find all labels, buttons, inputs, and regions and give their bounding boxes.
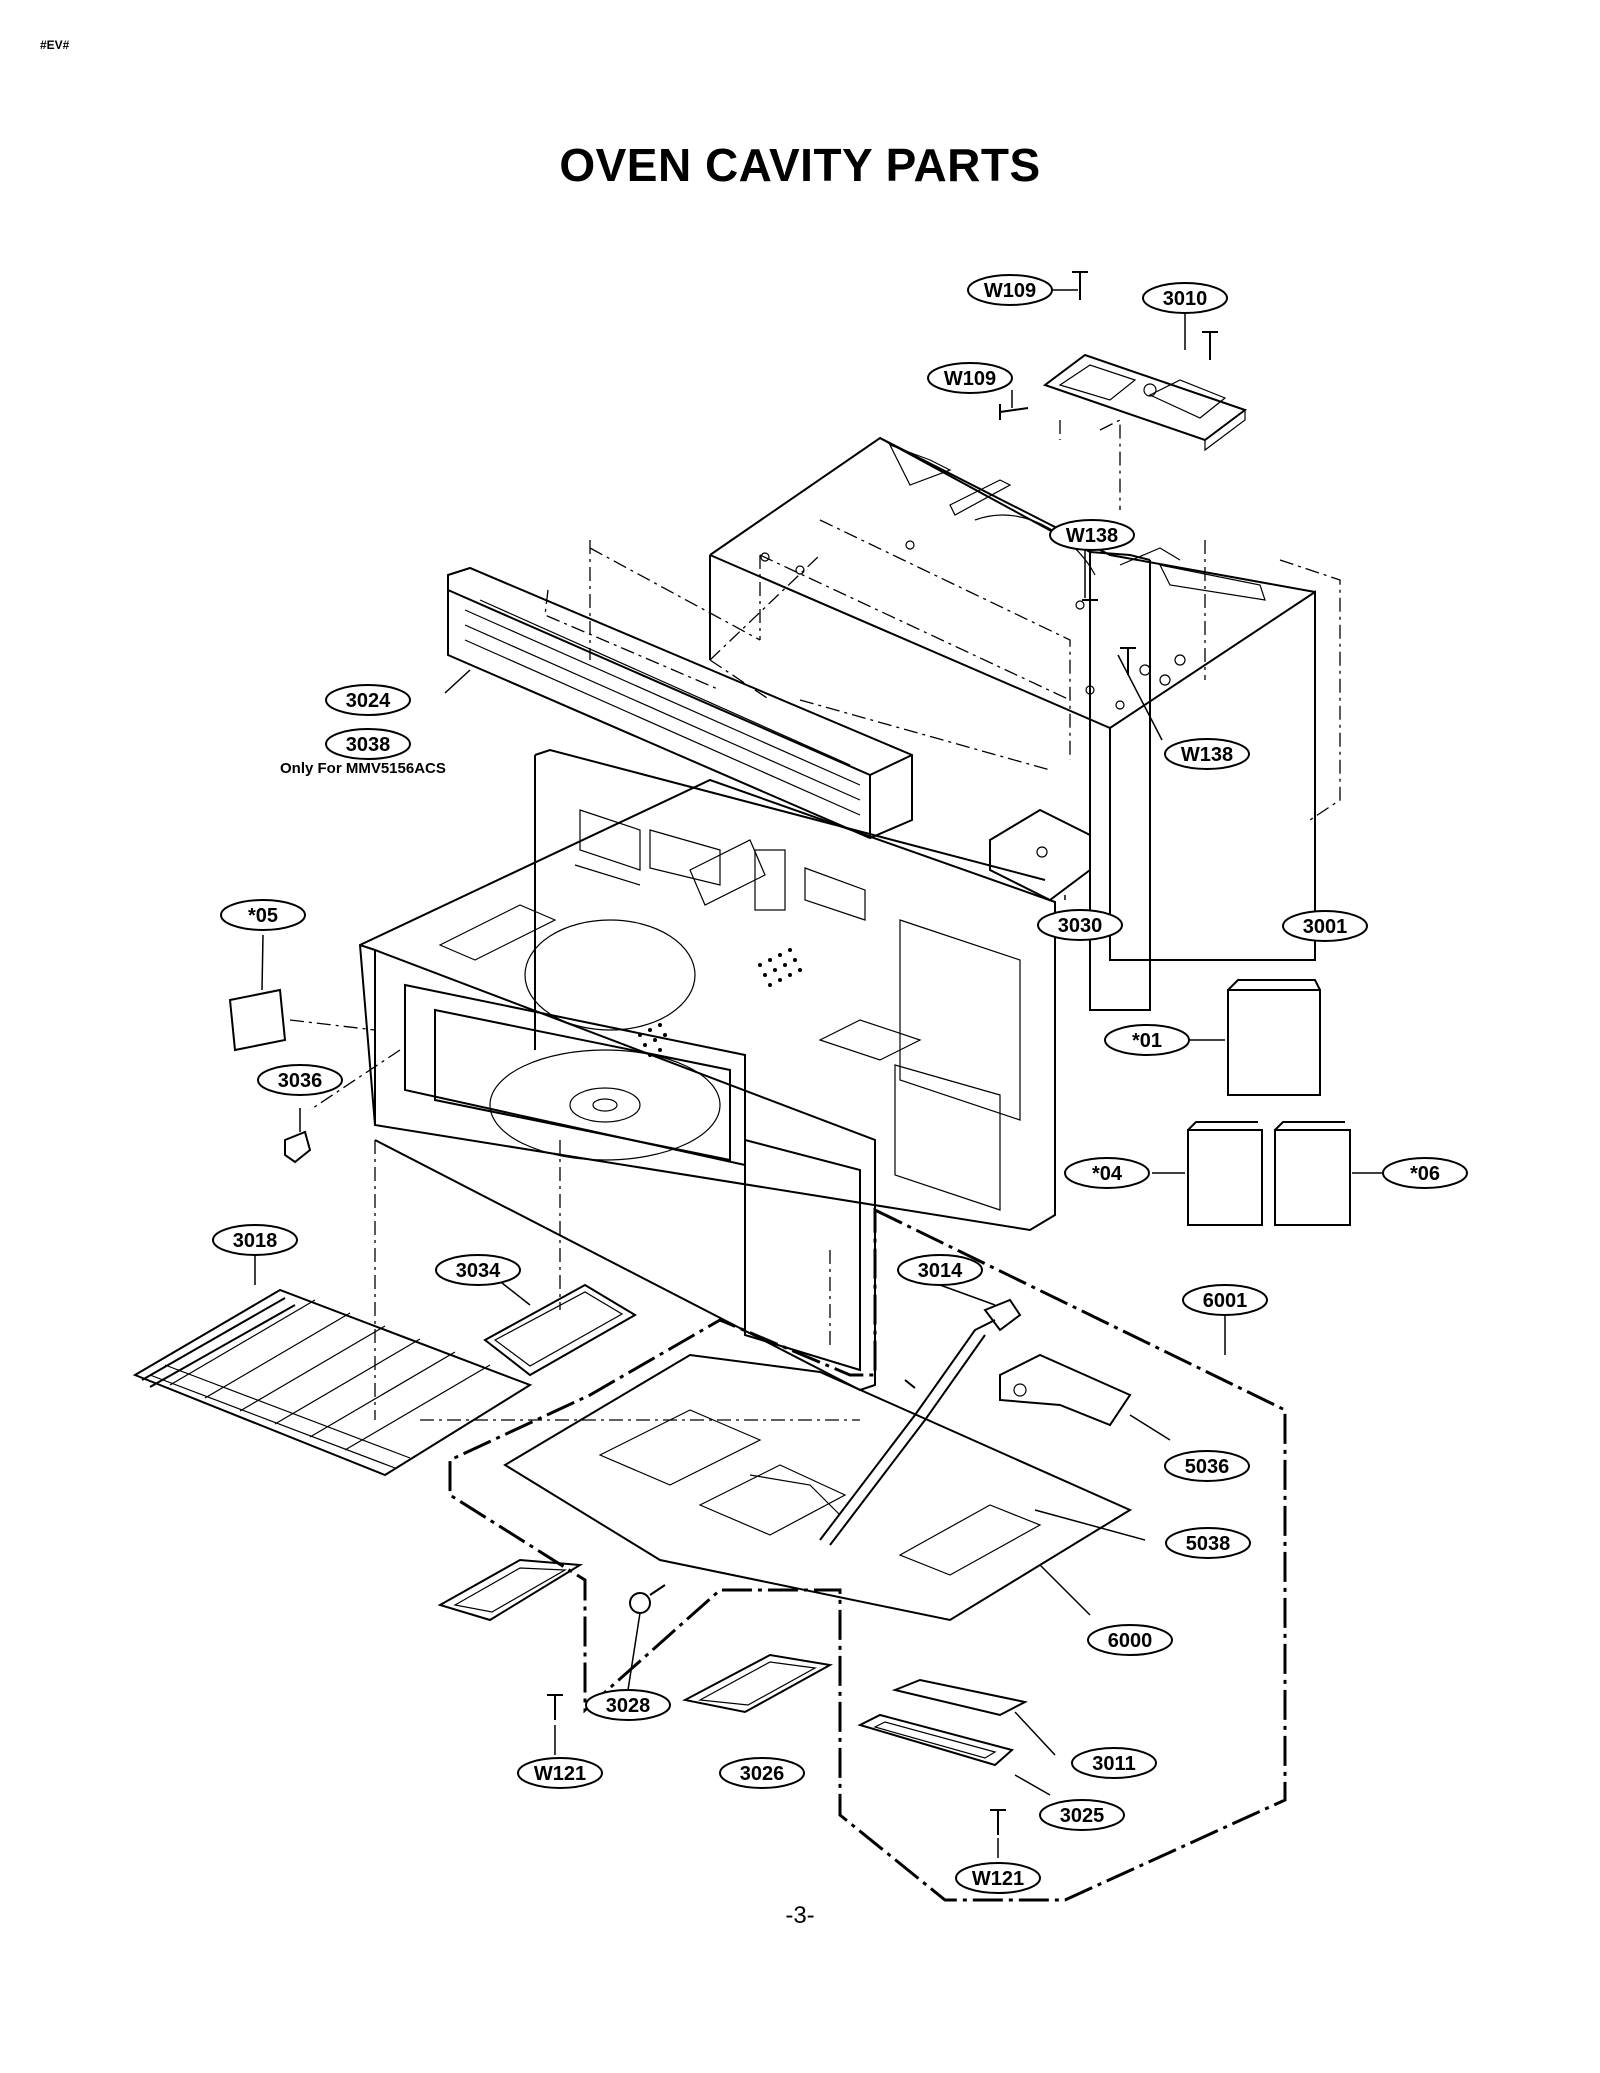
label-5038: 5038	[1165, 1527, 1251, 1559]
svg-text:*01: *01	[1132, 1030, 1162, 1052]
label-w109-mid: W109	[927, 362, 1013, 394]
model-note: Only For MMV5156ACS	[280, 760, 446, 777]
label-w109-top: W109	[967, 274, 1053, 306]
vent-grille-3024	[447, 540, 913, 840]
svg-text:3010: 3010	[1163, 288, 1208, 310]
label-w121-left: W121	[517, 1757, 603, 1789]
label-3036: 3036	[257, 1064, 343, 1096]
svg-text:W109: W109	[944, 368, 996, 390]
label-06: *06	[1382, 1157, 1468, 1189]
svg-text:5038: 5038	[1186, 1533, 1231, 1555]
svg-text:3024: 3024	[346, 690, 391, 712]
svg-text:3034: 3034	[456, 1260, 501, 1282]
label-w138-top: W138	[1049, 519, 1135, 551]
label-3030: 3030	[1037, 909, 1123, 941]
label-w121-bottom: W121	[955, 1862, 1041, 1894]
label-5036: 5036	[1164, 1450, 1250, 1482]
label-3028: 3028	[585, 1689, 671, 1721]
cavity-vent-holes	[638, 948, 802, 1057]
screws	[547, 271, 1218, 1835]
svg-text:3025: 3025	[1060, 1805, 1105, 1827]
wire-harness-3014	[819, 1298, 1022, 1546]
grease-filters	[437, 1558, 833, 1714]
label-05: *05	[220, 899, 306, 931]
label-3025: 3025	[1039, 1799, 1125, 1831]
svg-text:W121: W121	[972, 1868, 1024, 1890]
stud-3036	[284, 1130, 312, 1164]
document-code: #EV#	[40, 38, 70, 52]
part-labels: W109 3010 W109 W138 3024 3038 W138 3030	[212, 274, 1468, 1894]
label-01: *01	[1104, 1024, 1190, 1056]
label-3038: 3038	[325, 728, 411, 760]
svg-text:W138: W138	[1066, 525, 1118, 547]
label-6000: 6000	[1087, 1624, 1173, 1656]
svg-text:*04: *04	[1092, 1163, 1123, 1185]
assembly-boundary-6001	[448, 1207, 1287, 1902]
label-3018: 3018	[212, 1224, 298, 1256]
svg-text:W138: W138	[1181, 744, 1233, 766]
svg-text:3014: 3014	[918, 1260, 963, 1282]
lamp-cover-5036	[999, 1353, 1132, 1427]
svg-text:*06: *06	[1410, 1163, 1440, 1185]
svg-text:W109: W109	[984, 280, 1036, 302]
svg-text:5036: 5036	[1185, 1456, 1230, 1478]
label-3014: 3014	[897, 1254, 983, 1286]
label-3010: 3010	[1142, 282, 1228, 314]
base-plate-6000	[503, 1353, 1133, 1622]
cover-3034	[483, 1283, 637, 1377]
svg-text:3026: 3026	[740, 1763, 785, 1785]
board-3010	[1042, 353, 1248, 452]
svg-text:3028: 3028	[606, 1695, 651, 1717]
leader-lines	[254, 289, 1382, 1858]
label-04: *04	[1064, 1157, 1150, 1189]
svg-text:3001: 3001	[1303, 916, 1348, 938]
svg-text:3036: 3036	[278, 1070, 323, 1092]
svg-text:3030: 3030	[1058, 915, 1103, 937]
label-3011: 3011	[1071, 1747, 1157, 1779]
svg-text:3038: 3038	[346, 734, 391, 756]
outer-case-3001	[589, 418, 1341, 1011]
label-6001: 6001	[1182, 1284, 1268, 1316]
manuals	[228, 979, 1351, 1226]
oven-rack-3018	[132, 1288, 533, 1477]
svg-text:3018: 3018	[233, 1230, 278, 1252]
svg-text:6000: 6000	[1108, 1630, 1153, 1652]
bracket-3030	[989, 808, 1091, 902]
label-3024: 3024	[325, 684, 411, 716]
label-w138-right: W138	[1164, 738, 1250, 770]
svg-text:3011: 3011	[1092, 1753, 1135, 1775]
page-number: -3-	[785, 1902, 815, 1929]
label-3001: 3001	[1282, 910, 1368, 942]
svg-text:6001: 6001	[1203, 1290, 1248, 1312]
lamp-3028	[629, 1584, 666, 1614]
lamp-parts-3011-3025	[857, 1678, 1028, 1767]
svg-text:*05: *05	[248, 905, 278, 927]
page-title: OVEN CAVITY PARTS	[559, 139, 1041, 191]
oven-cavity	[289, 748, 1056, 1421]
label-3026: 3026	[719, 1757, 805, 1789]
label-3034: 3034	[435, 1254, 521, 1286]
svg-text:W121: W121	[534, 1763, 586, 1785]
